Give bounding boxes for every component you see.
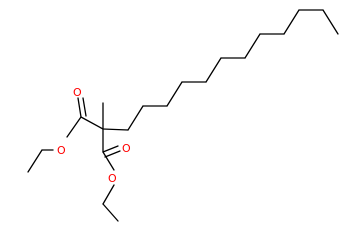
ester2-carbonyl-bond-b	[104, 150, 121, 158]
ester-group-upper	[27, 97, 104, 173]
chain-bond-12	[322, 9, 339, 35]
atom-labels: O O O O	[57, 86, 131, 185]
ester1-c-bond	[80, 116, 104, 130]
ester2-carbonyl-bond-a	[102, 145, 119, 153]
ester2-ethyl-bond-1	[102, 184, 115, 205]
chain-bond-4	[166, 81, 183, 107]
oxygen-label-ether-upper: O	[57, 144, 66, 157]
ester1-ether-bond	[66, 116, 82, 138]
chain-bond-2	[127, 105, 144, 131]
ester1-ethyl-bond-2	[27, 149, 43, 173]
molecule-canvas: O O O O	[27, 9, 339, 222]
ester2-ethyl-bond-2	[102, 203, 119, 222]
ester-group-lower	[102, 128, 121, 222]
ester2-ether-bond	[102, 151, 115, 171]
oxygen-label-carbonyl-lower: O	[122, 142, 131, 155]
oxygen-label-carbonyl-upper: O	[73, 86, 82, 99]
chain-bond-6	[205, 57, 222, 83]
alkyl-chain	[102, 9, 339, 131]
ester1-carbonyl-bond-a	[77, 97, 82, 118]
structure-drawing: O O O O	[27, 9, 339, 222]
chain-bond-10	[283, 9, 300, 35]
oxygen-label-ether-lower: O	[108, 172, 117, 185]
ester1-carbonyl-bond-b	[82, 97, 87, 117]
chain-bond-8	[244, 33, 261, 59]
chain-bond-1	[102, 128, 129, 131]
